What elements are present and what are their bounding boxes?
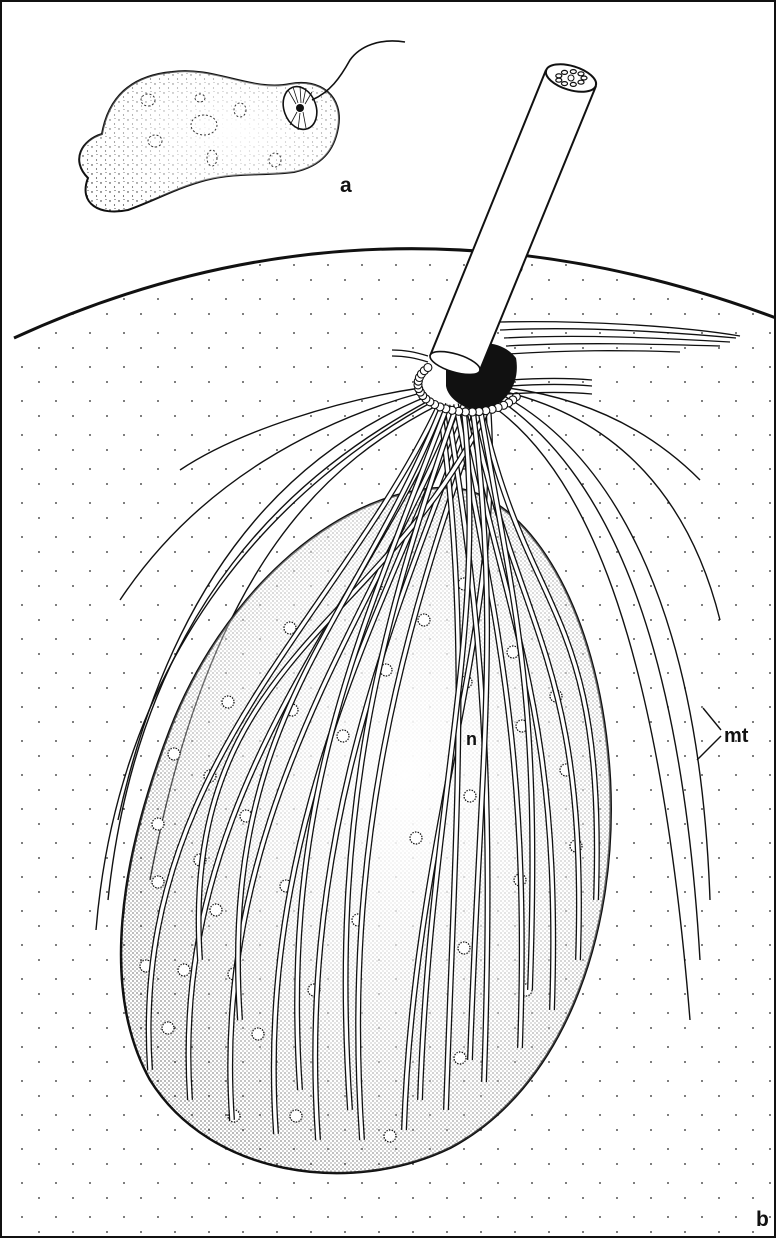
microtubules-label: mt [724, 725, 749, 747]
nucleus-label: n [466, 729, 477, 749]
panel-a-cell [79, 41, 405, 212]
flagellum-line [312, 41, 405, 100]
microtubule-root [424, 364, 432, 372]
panel-b-label: b [756, 1208, 769, 1231]
panel-a-label: a [340, 174, 352, 197]
